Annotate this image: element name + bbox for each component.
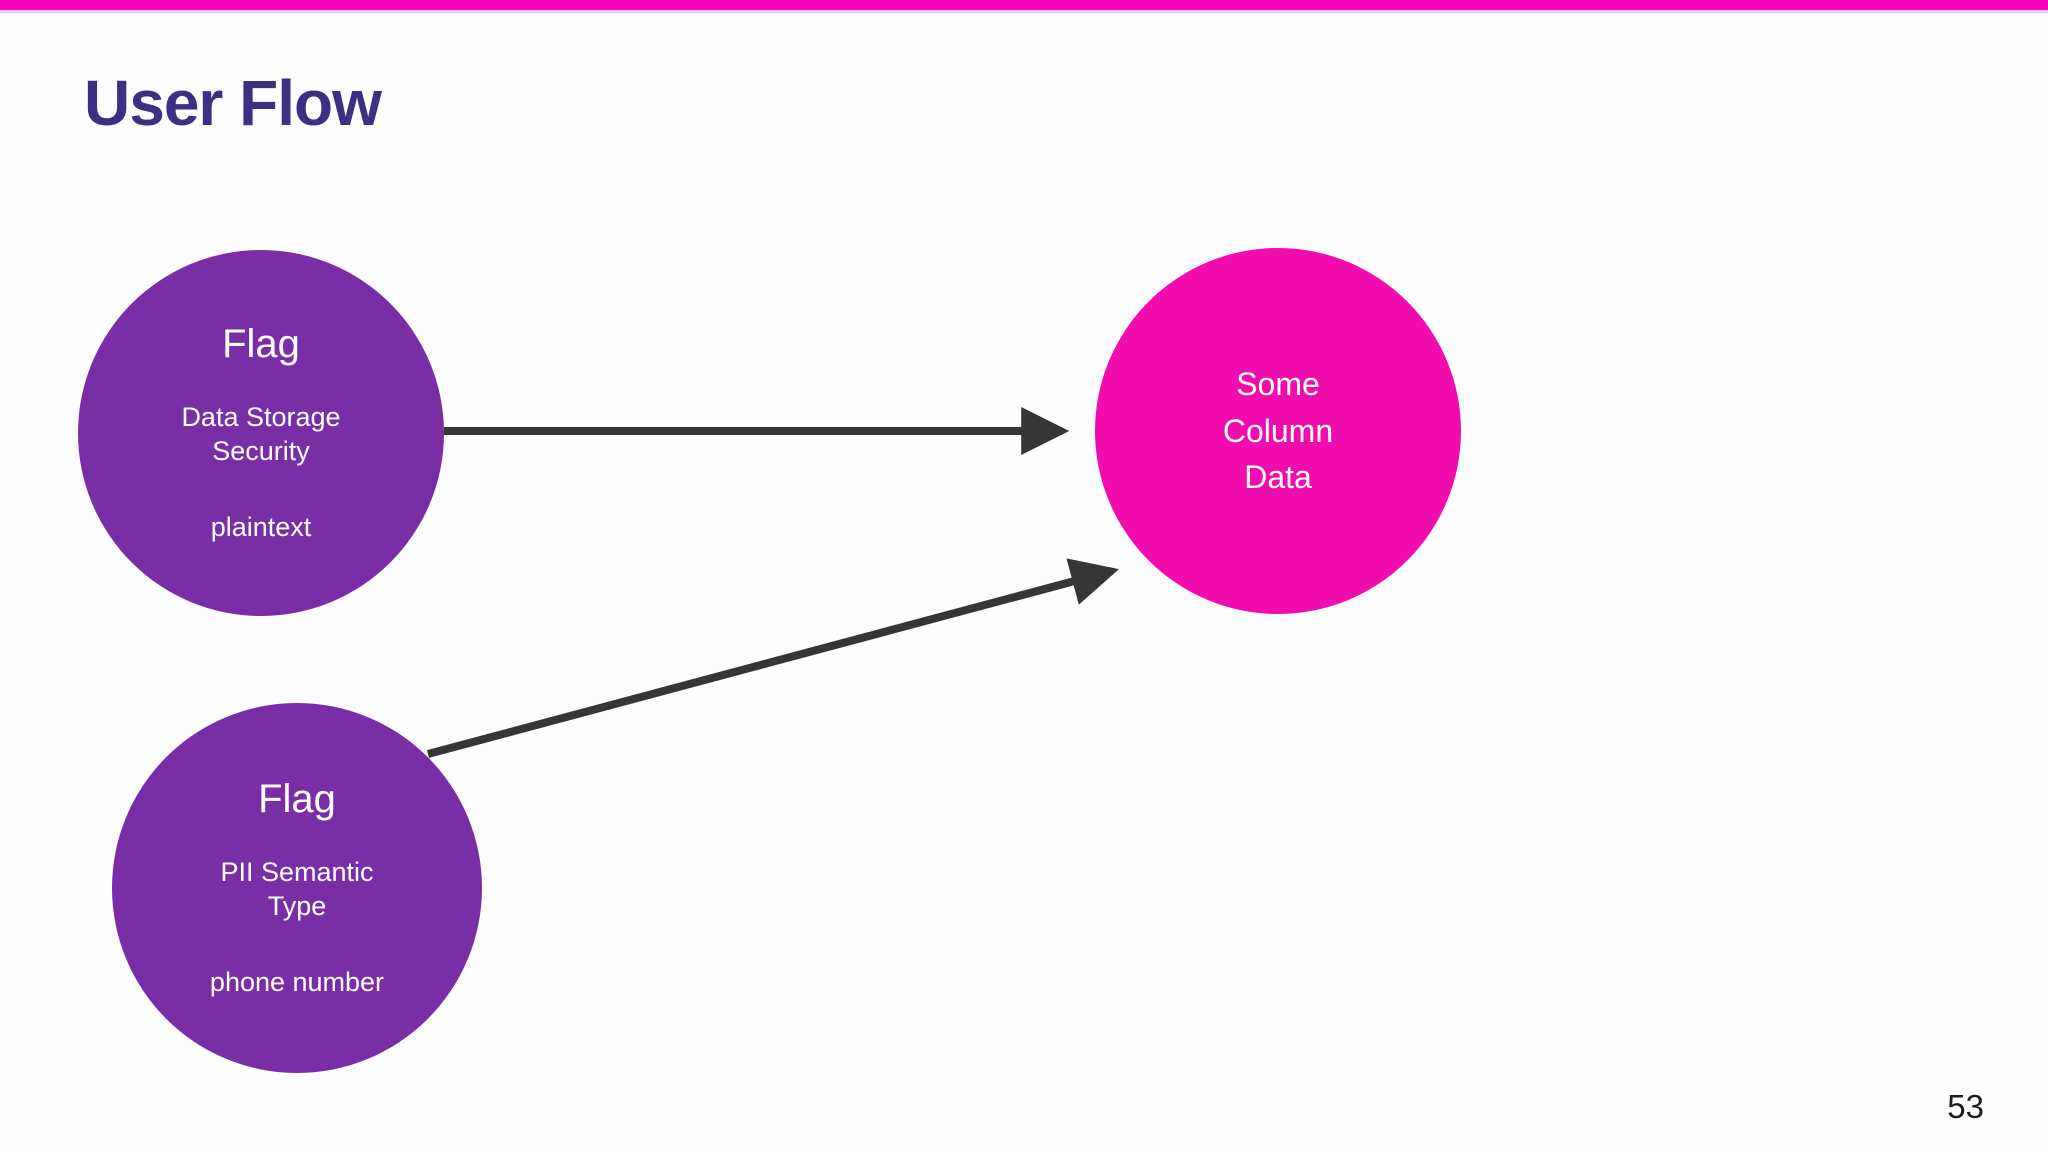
node-subtitle-line1: Data Storage [181,402,341,433]
top-accent-bar [0,0,2048,13]
node-label-line1: Some [1236,366,1320,403]
node-title: Flag [222,322,300,367]
node-subtitle: Data Storage Security [181,401,340,469]
page-number: 53 [1947,1088,1984,1125]
node-flag-data-storage-security: Flag Data Storage Security plaintext [78,250,444,616]
node-title: Flag [258,777,336,822]
page-title: User Flow [84,67,382,139]
node-value: plaintext [210,511,312,542]
arrow-pii-to-column [426,558,1119,758]
node-label-line2: Column [1222,412,1334,449]
node-value: phone number [209,966,385,997]
node-subtitle: PII Semantic Type [220,856,373,924]
node-subtitle-line2: Security [212,436,310,467]
node-subtitle-line2: Type [267,891,327,922]
node-some-column-data: Some Column Data [1095,248,1461,614]
node-label-line3: Data [1244,459,1312,496]
node-subtitle-line1: PII Semantic [220,857,374,888]
node-flag-pii-semantic-type: Flag PII Semantic Type phone number [112,703,482,1073]
